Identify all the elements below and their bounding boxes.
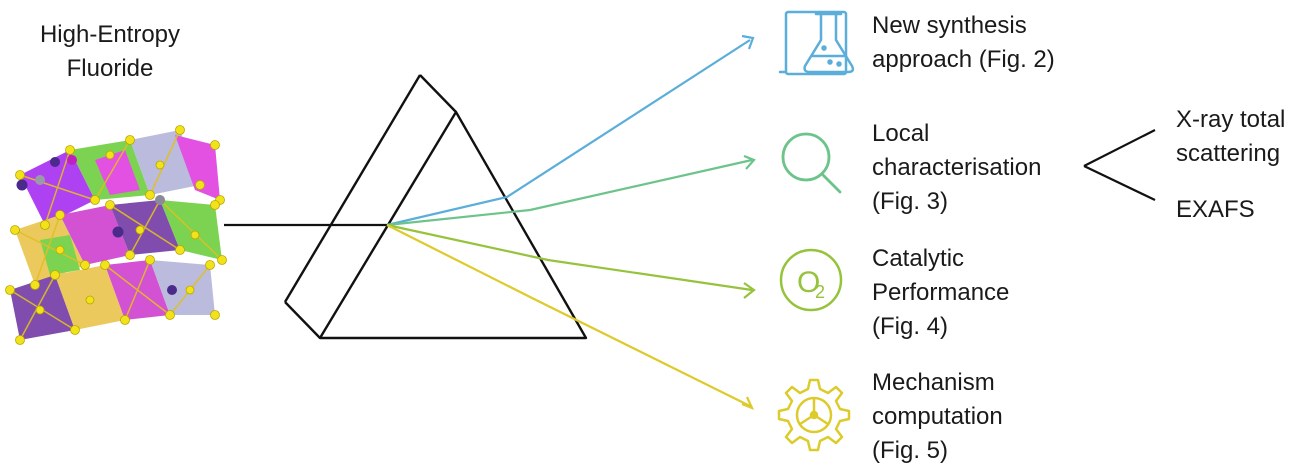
crystal-structure-illustration bbox=[5, 125, 227, 345]
material-title-line1: High-Entropy bbox=[39, 21, 181, 48]
technique-exafs: EXAFS bbox=[1176, 193, 1255, 227]
output-label-synthesis: New synthesis approach (Fig. 2) bbox=[872, 9, 1055, 77]
output-label-line: approach (Fig. 2) bbox=[872, 46, 1055, 73]
output-label-line: Catalytic bbox=[872, 245, 965, 272]
o2-letter: O bbox=[797, 266, 820, 299]
o2-subscript: 2 bbox=[815, 282, 825, 302]
technique-line: X-ray total bbox=[1176, 106, 1286, 133]
output-label-line: New synthesis bbox=[872, 12, 1027, 39]
output-label-line: (Fig. 3) bbox=[872, 188, 949, 215]
crystal-polyhedron bbox=[60, 205, 130, 265]
beam-olive bbox=[386, 223, 753, 292]
output-label-line: (Fig. 4) bbox=[872, 313, 949, 340]
technique-xray: X-ray total scattering bbox=[1176, 103, 1285, 171]
output-label-line: Local bbox=[872, 120, 930, 147]
material-title-line2: Fluoride bbox=[66, 55, 154, 82]
o2-molecule-icon: O 2 bbox=[779, 248, 843, 312]
output-label-catalytic: Catalytic Performance (Fig. 4) bbox=[872, 242, 1009, 344]
output-label-mechanism: Mechanism computation (Fig. 5) bbox=[872, 366, 1003, 468]
crystal-polyhedron bbox=[150, 260, 215, 315]
magnifier-icon bbox=[781, 132, 842, 194]
flask-clipboard-icon bbox=[778, 10, 855, 76]
output-label-characterisation: Local characterisation (Fig. 3) bbox=[872, 117, 1041, 219]
arrowhead bbox=[741, 396, 755, 411]
technique-branches bbox=[1083, 129, 1156, 201]
material-title: High-Entropy Fluoride bbox=[20, 18, 200, 86]
output-label-line: characterisation bbox=[872, 154, 1042, 181]
beam-green bbox=[386, 158, 753, 227]
technique-line: scattering bbox=[1176, 140, 1281, 167]
arrowhead bbox=[743, 282, 756, 299]
arrowhead bbox=[743, 154, 756, 170]
dispersed-beams bbox=[386, 34, 756, 411]
crystal-polyhedron bbox=[95, 150, 140, 195]
crystal-polyhedron bbox=[175, 135, 220, 200]
output-label-line: computation bbox=[872, 403, 1003, 430]
beam-yellow bbox=[386, 224, 753, 408]
gear-icon bbox=[777, 378, 851, 452]
arrowhead bbox=[741, 34, 755, 50]
output-label-line: Mechanism bbox=[872, 369, 995, 396]
output-label-line: Performance bbox=[872, 279, 1010, 306]
output-label-line: (Fig. 5) bbox=[872, 437, 949, 464]
technique-line: EXAFS bbox=[1176, 196, 1255, 223]
beam-blue bbox=[386, 39, 751, 227]
